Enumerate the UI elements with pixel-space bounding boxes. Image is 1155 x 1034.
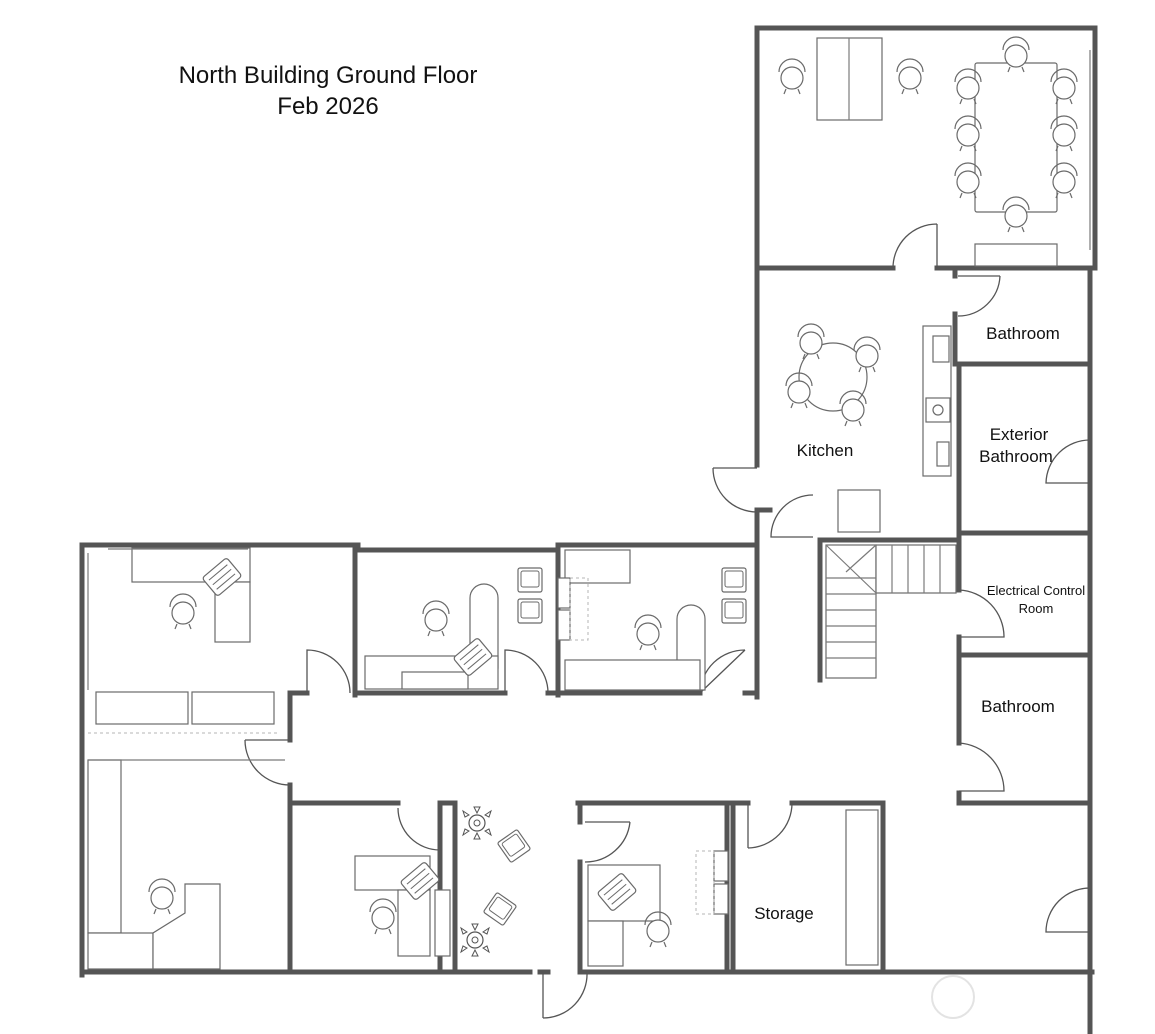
storage-label: Storage — [754, 904, 814, 923]
walls — [79, 25, 1098, 1034]
office-north-middle-furniture — [364, 567, 543, 690]
office-north-east-furniture — [557, 549, 747, 691]
office-south-west-furniture — [354, 855, 451, 957]
bathroom-lower-label: Bathroom — [981, 697, 1055, 716]
plan-title: North Building Ground Floor — [179, 62, 478, 89]
staircase — [825, 544, 957, 679]
exterior-bathroom-label-line2: Bathroom — [979, 447, 1053, 466]
conference-room-furniture — [778, 36, 1091, 267]
plan-title-block: North Building Ground Floor Feb 2026 — [179, 62, 478, 120]
bathroom-upper-label: Bathroom — [986, 324, 1060, 343]
electrical-room-label-line1: Electrical Control — [987, 583, 1085, 598]
kitchen-furniture — [785, 323, 952, 533]
doors — [244, 223, 1091, 1019]
office-south-east-furniture — [587, 850, 729, 967]
watermark-circle — [931, 975, 975, 1019]
office-northwest-furniture — [87, 547, 280, 734]
room-labels: Kitchen Bathroom Exterior Bathroom Elect… — [754, 324, 1085, 923]
office-west-furniture — [87, 759, 285, 970]
plan-date: Feb 2026 — [277, 93, 378, 120]
kitchen-label: Kitchen — [797, 441, 854, 460]
exterior-bathroom-label-line1: Exterior — [990, 425, 1049, 444]
electrical-room-label-line2: Room — [1019, 601, 1054, 616]
lobby-lounge-furniture — [460, 806, 532, 957]
storage-furniture — [845, 809, 879, 966]
